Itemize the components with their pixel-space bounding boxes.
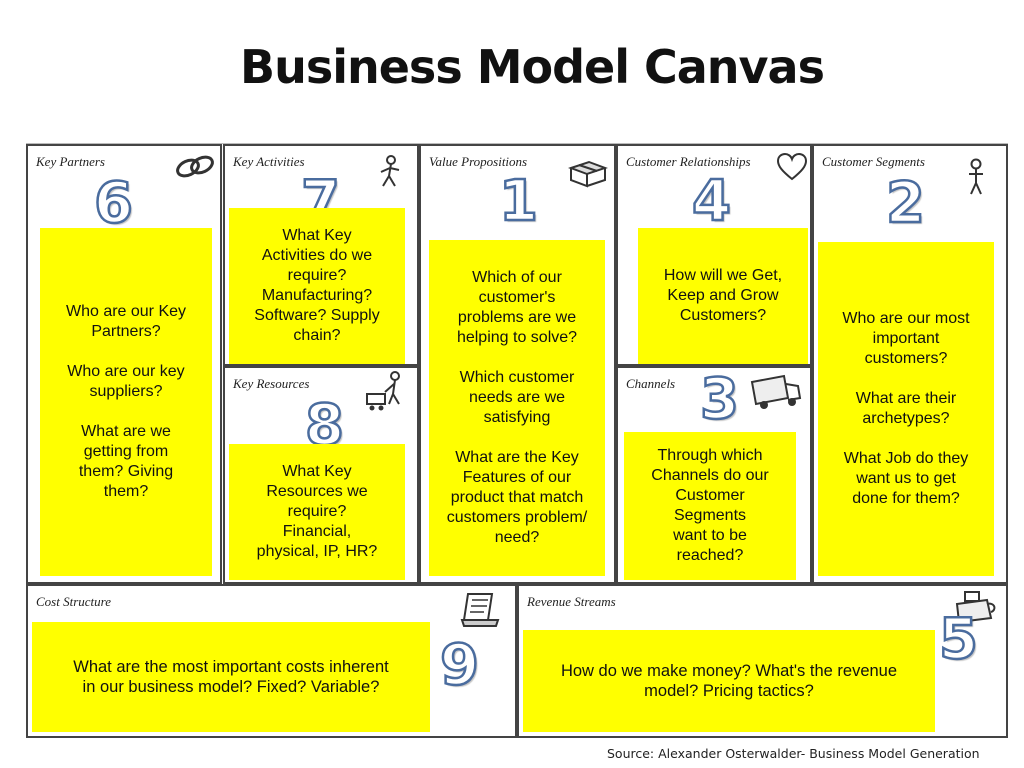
customer-segments-number: 2 [886,176,925,232]
customer-relationships-note: How will we Get, Keep and Grow Customers… [638,228,808,364]
value-propositions-block: Value Propositions 1 Which of our custom… [419,144,616,584]
value-propositions-label: Value Propositions [429,154,527,170]
customer-relationships-label: Customer Relationships [626,154,751,170]
revenue-streams-note: How do we make money? What's the revenue… [523,630,935,732]
key-partners-label: Key Partners [36,154,105,170]
revenue-streams-number: 5 [939,612,978,668]
cost-structure-block: Cost Structure 9 What are the most impor… [26,584,517,738]
key-activities-block: Key Activities 7 What Key Activities do … [223,144,419,366]
worker-icon [373,154,407,188]
truck-icon [748,372,804,412]
value-propositions-number: 1 [499,174,538,230]
key-resources-block: Key Resources 8 What Key Resources we re… [223,366,419,584]
business-model-canvas: Key Partners 6 Who are our Key Partners?… [26,143,1008,738]
channels-label: Channels [626,376,675,392]
key-partners-note: Who are our Key Partners? Who are our ke… [40,228,212,576]
cost-structure-number: 9 [440,638,479,694]
person-icon [964,158,988,196]
heart-icon [776,152,808,182]
revenue-streams-block: Revenue Streams 5 How do we make money? … [517,584,1008,738]
key-activities-label: Key Activities [233,154,305,170]
gift-box-icon [567,154,609,188]
key-partners-block: Key Partners 6 Who are our Key Partners?… [26,144,222,584]
customer-relationships-number: 4 [692,174,731,230]
source-citation: Source: Alexander Osterwalder- Business … [607,746,980,761]
receipt-icon [458,590,504,630]
person-cart-icon [363,370,411,412]
customer-segments-note: Who are our most important customers? Wh… [818,242,994,576]
revenue-streams-label: Revenue Streams [527,594,616,610]
customer-relationships-block: Customer Relationships 4 How will we Get… [616,144,812,366]
customer-segments-label: Customer Segments [822,154,925,170]
channels-note: Through which Channels do our Customer S… [624,432,796,580]
channels-number: 3 [700,372,739,428]
page-title: Business Model Canvas [0,40,1024,94]
value-propositions-note: Which of our customer's problems are we … [429,240,605,576]
key-resources-note: What Key Resources we require? Financial… [229,444,405,580]
customer-segments-block: Customer Segments 2 Who are our most imp… [812,144,1008,584]
key-resources-label: Key Resources [233,376,309,392]
cost-structure-label: Cost Structure [36,594,111,610]
channels-block: Channels 3 Through which Channels do our… [616,366,812,584]
key-partners-number: 6 [94,176,133,232]
chain-link-icon [174,152,216,182]
cost-structure-note: What are the most important costs inhere… [32,622,430,732]
key-activities-note: What Key Activities do we require? Manuf… [229,208,405,364]
